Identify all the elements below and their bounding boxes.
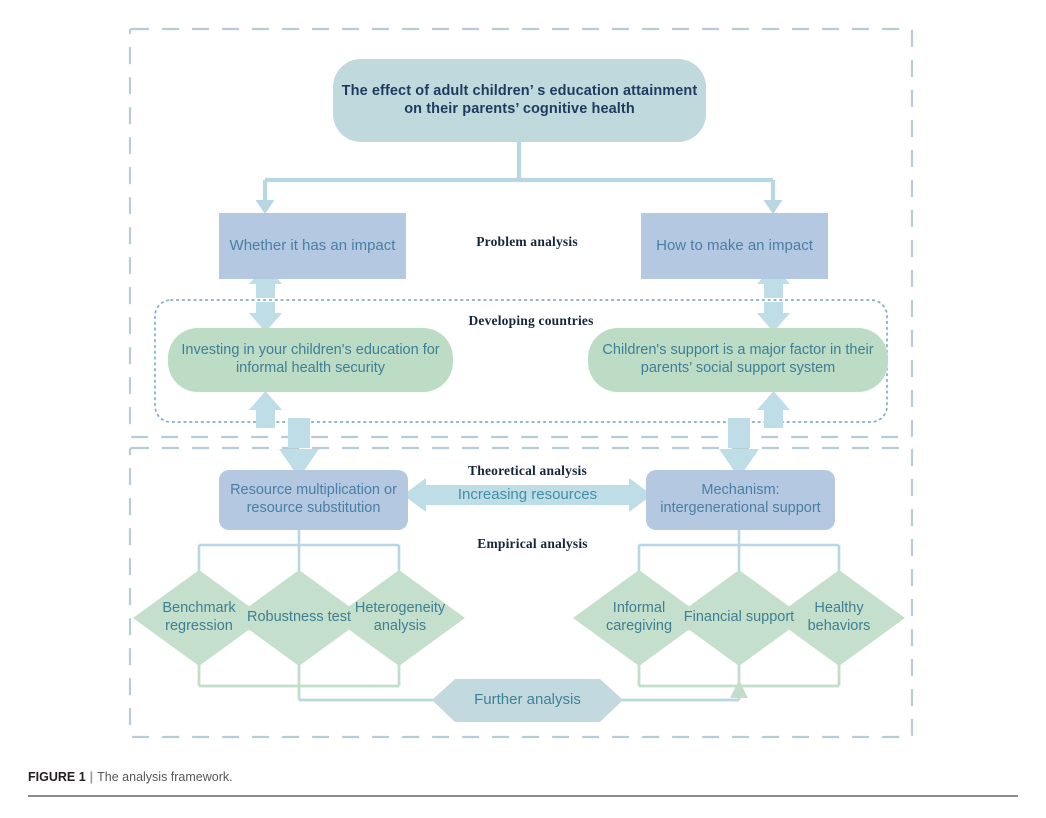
title-to-branches-connector	[262, 142, 776, 202]
figure-caption-divider: |	[89, 770, 94, 784]
down-arrow-into-children-support	[757, 302, 790, 332]
children-support-box-shape[interactable]	[588, 328, 888, 392]
benchmark-regression-diamond-shape[interactable]	[133, 570, 265, 666]
robustness-test-diamond-shape[interactable]	[233, 570, 365, 666]
further-analysis-up-arrowhead	[730, 680, 748, 698]
investing-education-box-shape[interactable]	[168, 328, 453, 392]
figure-caption: FIGURE 1|The analysis framework.	[28, 770, 1018, 784]
down-arrow-into-investing	[249, 302, 282, 332]
healthy-behaviors-diamond-shape[interactable]	[773, 570, 905, 666]
mechanism-box-shape[interactable]	[646, 470, 835, 530]
lower-section-dashed-frame	[128, 446, 914, 739]
financial-support-diamond-shape[interactable]	[673, 570, 805, 666]
arrowhead-to-whether-impact	[255, 200, 275, 214]
up-arrow-from-investing	[249, 391, 282, 428]
developing-countries-dotted-frame	[154, 299, 888, 423]
how-impact-box-shape[interactable]	[641, 213, 828, 279]
heterogeneity-analysis-diamond-shape[interactable]	[333, 570, 465, 666]
arrowhead-to-how-impact	[763, 200, 783, 214]
resource-multiplication-box-shape[interactable]	[219, 470, 408, 530]
informal-caregiving-diamond-shape[interactable]	[573, 570, 705, 666]
down-arrow-into-mechanism-box	[719, 418, 759, 478]
left-empirical-tree-connector	[197, 528, 401, 575]
right-empirical-tree-connector	[637, 528, 841, 575]
further-analysis-hexagon-shape[interactable]	[432, 679, 623, 722]
figure-caption-label: FIGURE 1	[28, 770, 86, 784]
increasing-resources-double-arrow	[403, 478, 652, 512]
caption-rule	[28, 795, 1018, 797]
figure-caption-text: The analysis framework.	[97, 770, 233, 784]
left-diamonds-bottom-collector	[197, 662, 401, 700]
down-arrow-into-resource-box	[279, 418, 319, 478]
effect-title-box-shape[interactable]	[333, 59, 706, 142]
upper-section-dashed-frame	[128, 27, 914, 439]
up-arrow-from-children-support	[757, 391, 790, 428]
whether-impact-box-shape[interactable]	[219, 213, 406, 279]
